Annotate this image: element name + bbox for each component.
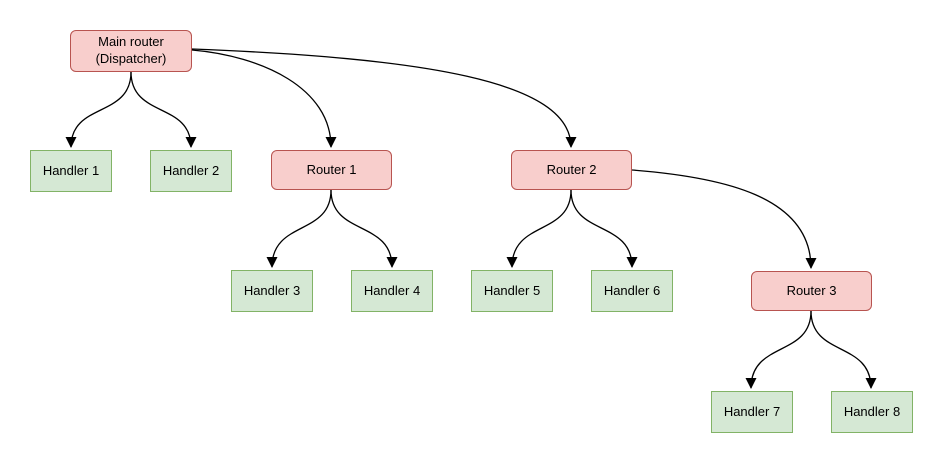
node-handler-6: Handler 6: [591, 270, 673, 312]
node-handler-1: Handler 1: [30, 150, 112, 192]
edge-main-router-to-handler-2: [130, 71, 197, 148]
edge-main-router-to-router-2: [191, 48, 577, 148]
node-router-3: Router 3: [751, 271, 872, 311]
edge-router-1-to-handler-4: [330, 189, 398, 268]
edge-router-2-to-handler-5: [506, 189, 572, 268]
node-handler-7: Handler 7: [711, 391, 793, 433]
edge-router-2-to-handler-6: [570, 189, 638, 268]
edge-router-1-to-handler-3: [266, 189, 332, 268]
node-router-1: Router 1: [271, 150, 392, 190]
node-handler-2: Handler 2: [150, 150, 232, 192]
edge-main-router-to-router-1: [191, 49, 337, 148]
edge-router-3-to-handler-8: [810, 310, 877, 389]
node-handler-5: Handler 5: [471, 270, 553, 312]
node-router-2: Router 2: [511, 150, 632, 190]
edge-router-3-to-handler-7: [745, 310, 812, 389]
edge-main-router-to-handler-1: [65, 71, 132, 148]
node-handler-8: Handler 8: [831, 391, 913, 433]
node-main-router: Main router (Dispatcher): [70, 30, 192, 72]
node-handler-4: Handler 4: [351, 270, 433, 312]
edge-router-2-to-router-3: [631, 169, 817, 269]
node-handler-3: Handler 3: [231, 270, 313, 312]
